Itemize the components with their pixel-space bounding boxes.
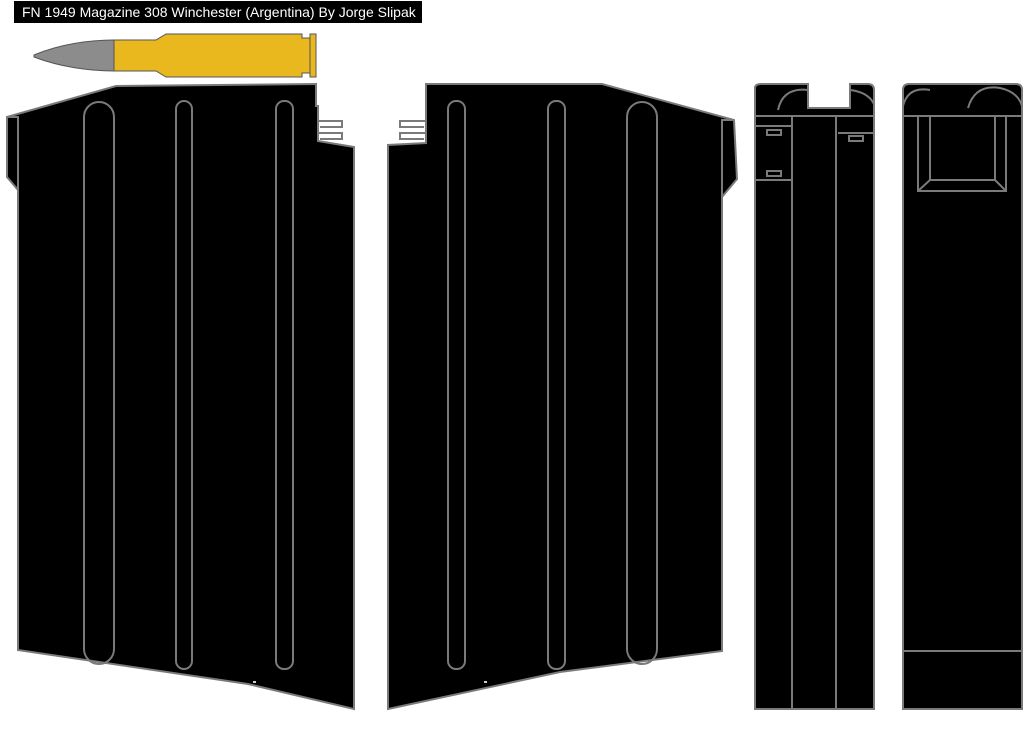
left-witness-mark bbox=[253, 681, 256, 683]
right-rib-2 bbox=[547, 100, 566, 670]
rear-view bbox=[902, 83, 1023, 710]
left-magazine-body bbox=[6, 82, 355, 711]
rear-magazine-body bbox=[902, 83, 1023, 710]
drawing-title: FN 1949 Magazine 308 Winchester (Argenti… bbox=[14, 1, 422, 23]
front-window-3 bbox=[848, 135, 864, 142]
left-rib-1 bbox=[83, 101, 115, 665]
front-window-1 bbox=[766, 129, 782, 136]
front-window-2 bbox=[766, 170, 782, 177]
right-side-view bbox=[387, 83, 739, 711]
308-winchester-cartridge bbox=[33, 33, 317, 78]
cartridge-case bbox=[113, 33, 317, 78]
rear-follower-inner bbox=[929, 116, 996, 181]
left-rib-3 bbox=[275, 100, 294, 670]
left-side-view bbox=[6, 82, 355, 711]
rear-feed-lip-left bbox=[902, 88, 931, 107]
front-feed-lip-left bbox=[777, 88, 809, 111]
bullet-tip bbox=[33, 39, 115, 72]
rear-follower-bevel-right bbox=[994, 179, 1007, 192]
right-magazine-body bbox=[387, 83, 739, 711]
rear-feed-lip-right bbox=[967, 86, 1023, 109]
right-latch-slot bbox=[399, 120, 426, 140]
right-witness-mark bbox=[484, 681, 487, 683]
right-rear-edge-line bbox=[721, 119, 734, 197]
right-rib-3 bbox=[626, 101, 658, 665]
rear-follower-bevel-left bbox=[917, 179, 931, 192]
left-rib-2 bbox=[175, 100, 193, 670]
front-magazine-body bbox=[754, 83, 875, 710]
front-view bbox=[754, 83, 875, 710]
front-feed-lip-right bbox=[849, 89, 875, 105]
left-latch-slot bbox=[318, 120, 343, 140]
left-front-edge-line bbox=[7, 116, 19, 190]
rear-follower-box bbox=[917, 116, 1007, 192]
right-rib-1 bbox=[447, 100, 466, 670]
